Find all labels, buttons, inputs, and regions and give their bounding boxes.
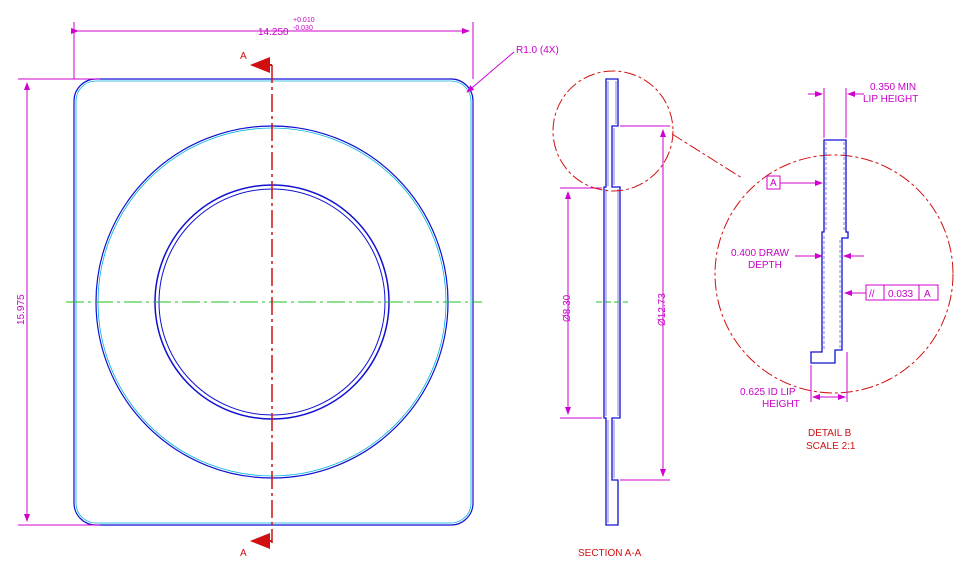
datum-a-label: A: [770, 178, 777, 189]
width-tol-plus: +0.010: [293, 17, 315, 24]
lip-height-line2: LIP HEIGHT: [863, 94, 918, 105]
parallel-frame: [865, 284, 939, 301]
detail-b-circle: [714, 154, 954, 394]
detail-title: DETAIL B: [808, 428, 852, 439]
outer-dia-text: Ø12.73: [657, 293, 668, 326]
section-letter-bottom: A: [240, 548, 247, 559]
detail-profile: [810, 139, 849, 364]
plan-view: A A 14.250 +0.010 -0.030 15.975 R1.0 (4X…: [16, 17, 559, 559]
radius-leader: [466, 51, 515, 93]
lip-height-line1: 0.350 MIN: [870, 82, 916, 93]
width-tol-minus: -0.030: [293, 25, 313, 32]
id-lip-line1: 0.625 ID LIP: [740, 387, 796, 398]
detail-profile-inner: [823, 142, 845, 350]
height-dim-text: 15.975: [16, 294, 27, 325]
section-letter-top: A: [240, 51, 247, 62]
id-lip-line2: HEIGHT: [762, 399, 800, 410]
detail-b-callout-circle: [552, 70, 674, 192]
draw-depth-line2: DEPTH: [748, 260, 782, 271]
detail-view: 0.350 MIN LIP HEIGHT A 0.400 DRAW DEPTH …: [714, 82, 954, 452]
draw-depth-line1: 0.400 DRAW: [731, 248, 790, 259]
detail-scale: SCALE 2:1: [806, 441, 856, 452]
radius-note: R1.0 (4X): [516, 45, 559, 56]
section-view: Ø8.30 Ø12.73 SECTION A-A: [552, 70, 743, 559]
detail-b-connector: [671, 133, 743, 179]
parallel-value: 0.033: [888, 289, 913, 300]
section-title: SECTION A-A: [578, 548, 642, 559]
width-dim-text: 14.250: [258, 27, 289, 38]
parallel-datum: A: [924, 289, 931, 300]
inner-dia-text: Ø8.30: [562, 294, 573, 322]
section-profile-outer: [603, 78, 621, 526]
parallel-symbol: //: [869, 289, 875, 300]
